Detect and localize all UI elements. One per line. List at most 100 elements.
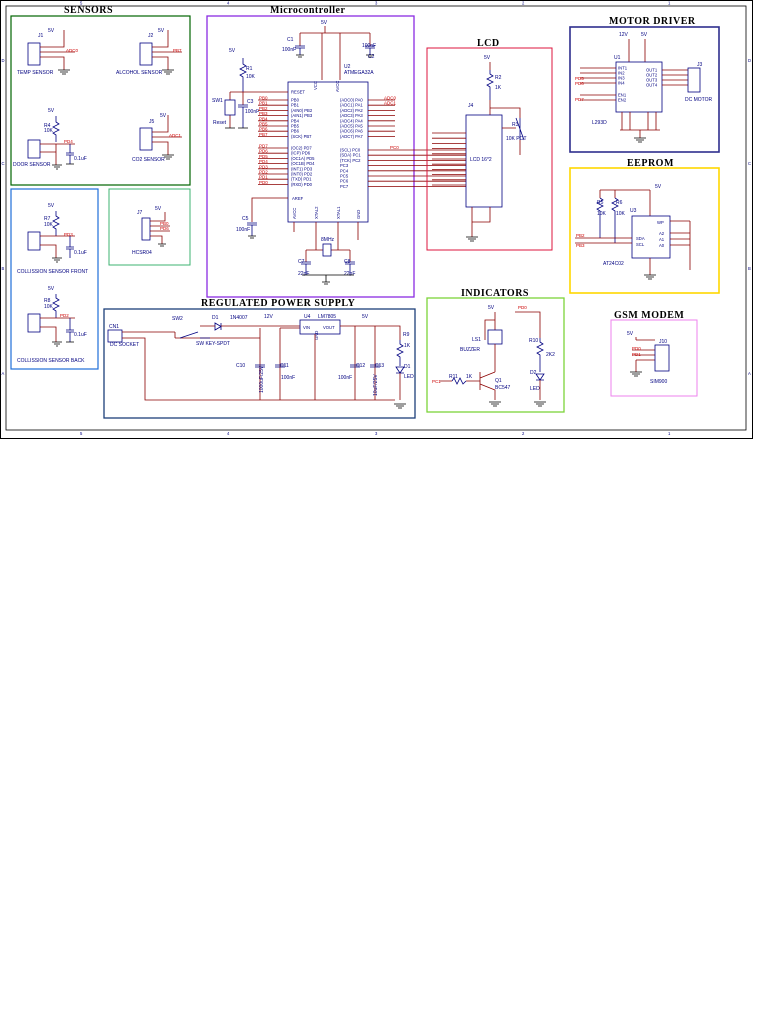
mcu-left-pin-label: (INT0) PD2 (291, 172, 313, 177)
mcu-left-net: PD6 (259, 149, 268, 154)
c7-ref: C7 (298, 259, 305, 265)
dc-socket (107, 329, 123, 343)
mcu-pin-gnd: GND (356, 210, 361, 219)
r9-val: 1K (404, 343, 411, 349)
bottom-mark-3: 3 (375, 431, 378, 436)
q1-name: BC547 (495, 385, 511, 391)
motor-frame (569, 26, 720, 153)
mcu-right-pin-label: PC6 (340, 179, 349, 184)
u1-ref: U1 (614, 55, 621, 61)
door-sensor-label: DOOR SENSOR (13, 162, 51, 168)
mcu-left-net: PB2 (259, 106, 268, 111)
mcu-right-pin-label: PC4 (340, 168, 349, 173)
micro-frame (206, 15, 415, 298)
mcu-left-pin-label: (OC2) PD7 (291, 146, 312, 151)
power-block: REGULATED POWER SUPPLY CN1 DC SOCKET SW2… (103, 298, 416, 419)
c2-ref: C2 (368, 54, 375, 60)
mcu-left-net: PB1 (259, 101, 268, 106)
mcu-left-net: PD4 (259, 159, 268, 164)
right-mark-c: C (748, 161, 751, 166)
motor-right-pin-label: OUT2 (646, 73, 658, 78)
buzzer-name: BUZZER (460, 347, 480, 353)
left-mark-a: A (2, 371, 5, 376)
l293d-chip (615, 61, 663, 113)
motor-left-pin-label: INT1 (618, 66, 628, 71)
door-net: PD4 (64, 139, 73, 144)
sensors-block: SENSORS 5V J1 ADC0 TEMP SENSOR 5V J2 PB7… (10, 5, 191, 186)
mcu-left-net: PD2 (259, 170, 268, 175)
front-net: PD3 (64, 232, 73, 237)
d1-name: 1N4007 (230, 315, 248, 321)
r5-val: 10K (597, 211, 607, 217)
door-sensor: 5V R4 10K PD4 0.1uF DOOR SENSOR (13, 108, 87, 170)
temp-ref: J1 (38, 33, 44, 39)
left-mark-c: C (2, 161, 5, 166)
c1-ref: C1 (287, 37, 294, 43)
mcu-pin-avcc-top: AVCC (335, 81, 340, 92)
micro-vcc-label: 5V (321, 20, 328, 26)
led1-name: LED (404, 374, 414, 380)
lm7805-vin: VIN (303, 325, 310, 330)
dc-socket-label: DC SOCKET (110, 342, 139, 348)
c2-val: 100nF (362, 43, 376, 49)
c12-ref: C12 (356, 363, 365, 369)
co2-ref: J5 (149, 119, 155, 125)
mcu-left-net: PB6 (259, 127, 268, 132)
r3-ref: R3 (512, 122, 519, 128)
lm7805-name: LM7805 (318, 314, 336, 320)
mcu-pin-xtal1: XTAL1 (336, 206, 341, 219)
motor-net-3: PD7 (575, 97, 584, 102)
indicators-title: INDICATORS (461, 288, 529, 299)
motor-left-pin-label: IN2 (618, 71, 625, 76)
back-res-ref: R8 (44, 298, 51, 304)
j10-ref: J10 (659, 339, 667, 345)
lcd-ref: J4 (468, 103, 474, 109)
c11-val: 100nF (281, 375, 295, 381)
hcsr04-net-1: PB0 (160, 221, 169, 226)
d2-name: LED (530, 386, 540, 392)
collision-back: 5V R8 10K PD2 0.1uF COLLISSION SENSOR BA… (17, 286, 87, 364)
mcu-name: ATMEGA32A (344, 70, 374, 76)
mcu-left-pin-label: RESET (291, 90, 305, 95)
c13-ref: C13 (375, 363, 384, 369)
temp-sensor-label: TEMP SENSOR (17, 70, 54, 76)
top-mark-5: 5 (80, 1, 83, 6)
schematic-sheet: 5 4 3 2 1 5 4 3 2 1 D C B A D C B A SENS… (0, 0, 753, 439)
eeprom-pin-a0: A0 (659, 243, 665, 248)
bottom-mark-5: 5 (80, 431, 83, 436)
alcohol-sensor-label: ALCOHOL SENSOR (116, 70, 163, 76)
door-connector (27, 139, 41, 159)
temp-net: ADC0 (66, 48, 79, 53)
sw2-name: SW KEY-SPDT (196, 341, 230, 347)
ind-vcc: 5V (488, 305, 495, 311)
mcu-left-pin-label: (AIN1) PB3 (291, 113, 313, 118)
d2-ref: D2 (530, 370, 537, 376)
back-connector (27, 313, 41, 333)
u3-ref: U3 (630, 208, 637, 214)
back-cap-val: 0.1uF (74, 332, 87, 338)
lcd-vcc-label: 5V (484, 55, 491, 61)
l293d-name: L293D (592, 120, 607, 126)
mcu-left-pin-label: (RXD) PD0 (291, 182, 313, 187)
collision-front: 5V R7 10K PD3 0.1uF COLLISSION SENSOR FR… (17, 203, 88, 275)
mcu-pin-aref: AREF (292, 196, 304, 201)
reset-switch[interactable] (224, 99, 236, 116)
mcu-right-pin-label: (ADC5) PA5 (340, 124, 363, 129)
mcu-left-pin-label: (TXD) PD1 (291, 177, 312, 182)
back-net: PD2 (60, 313, 69, 318)
mcu-left-pin-label: PB6 (291, 129, 300, 134)
q1-ref: Q1 (495, 378, 502, 384)
mcu-left-net: PB7 (259, 132, 268, 137)
mcu-right-pin-label: PC7 (340, 184, 349, 189)
co2-net: ADC1 (169, 133, 182, 138)
temp-sensor: 5V J1 ADC0 TEMP SENSOR (17, 28, 79, 76)
bottom-mark-4: 4 (227, 431, 230, 436)
sheet-outer-border (0, 0, 753, 439)
mcu-left-pin-label: (AIN0) PB2 (291, 108, 313, 113)
gsm-block: GSM MODEM 5V PD0 PD1 J10 SIM900 (610, 310, 698, 397)
front-sensor-label: COLLISSION SENSOR FRONT (17, 269, 88, 275)
gsm-net-2: PD1 (632, 352, 641, 357)
j3-ref: J3 (697, 62, 703, 68)
alcohol-sensor: 5V J2 PB7 ALCOHOL SENSOR (116, 28, 182, 76)
mcu-pin-xtal2: XTAL2 (314, 206, 319, 219)
